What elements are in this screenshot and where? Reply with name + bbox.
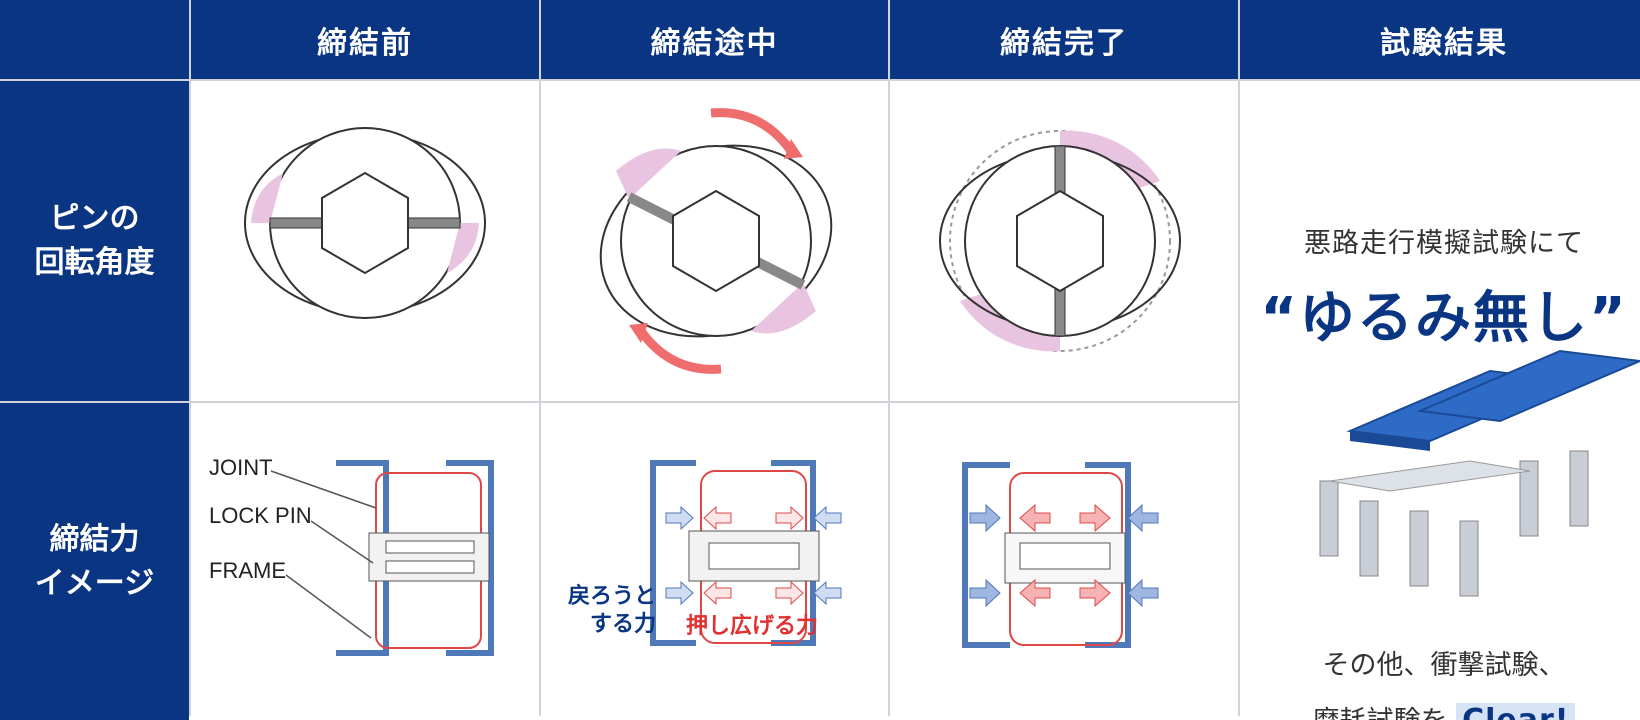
row-header-pin-angle: ピンの 回転角度 (0, 81, 189, 401)
pin-angle-during (541, 81, 888, 401)
label-lock-pin: LOCK PIN (209, 503, 312, 528)
row-header-clamp-force-line1: 締結力 (49, 521, 140, 557)
result-headline: “ゆるみ無し” (1260, 286, 1628, 351)
result-line3-prefix: 摩耗試験を (1313, 706, 1448, 720)
label-return-force-line2: する力 (589, 612, 656, 637)
pin-angle-complete (890, 81, 1238, 401)
row-header-pin-angle-line1: ピンの (49, 201, 140, 236)
pin-angle-before (191, 81, 539, 401)
clamp-force-during-diagram (650, 460, 842, 646)
clear-badge: Clear! (1456, 703, 1576, 720)
clamp-force-before-diagram (270, 460, 494, 656)
result-line1: 悪路走行模擬試験にて (1304, 228, 1584, 259)
result-line3: 摩耗試験を Clear! (1240, 699, 1640, 720)
label-return-force: 戻ろうと する力 (561, 583, 656, 639)
label-expand-force: 押し広げる力 (686, 614, 819, 639)
clamp-force-complete (890, 403, 1238, 720)
label-return-force-line1: 戻ろうと (567, 584, 656, 609)
test-result-panel: 悪路走行模擬試験にて “ゆるみ無し” その他、衝撃試験、 摩耗試験を Clear… (1240, 81, 1640, 720)
row-header-pin-angle-line2: 回転角度 (34, 245, 155, 280)
label-joint: JOINT (209, 455, 273, 480)
row-header-clamp-force: 締結力 イメージ (0, 403, 189, 720)
pin-angle-during-diagram (599, 108, 833, 374)
header-result: 試験結果 (1240, 0, 1640, 79)
clamp-force-complete-diagram (962, 462, 1159, 648)
clamp-force-during: 戻ろうと する力 押し広げる力 (541, 403, 888, 720)
pin-angle-before-diagram (244, 127, 486, 319)
label-frame: FRAME (209, 558, 286, 583)
header-corner (0, 0, 189, 79)
header-before: 締結前 (191, 0, 539, 79)
header-complete: 締結完了 (890, 0, 1238, 79)
frame-assembly-illustration (1319, 349, 1640, 597)
pin-angle-complete-diagram (939, 130, 1181, 352)
result-line2: その他、衝撃試験、 (1322, 650, 1566, 681)
header-during: 締結途中 (541, 0, 888, 79)
clamp-force-before: JOINT LOCK PIN FRAME (191, 403, 539, 720)
row-header-clamp-force-line2: イメージ (34, 565, 155, 601)
